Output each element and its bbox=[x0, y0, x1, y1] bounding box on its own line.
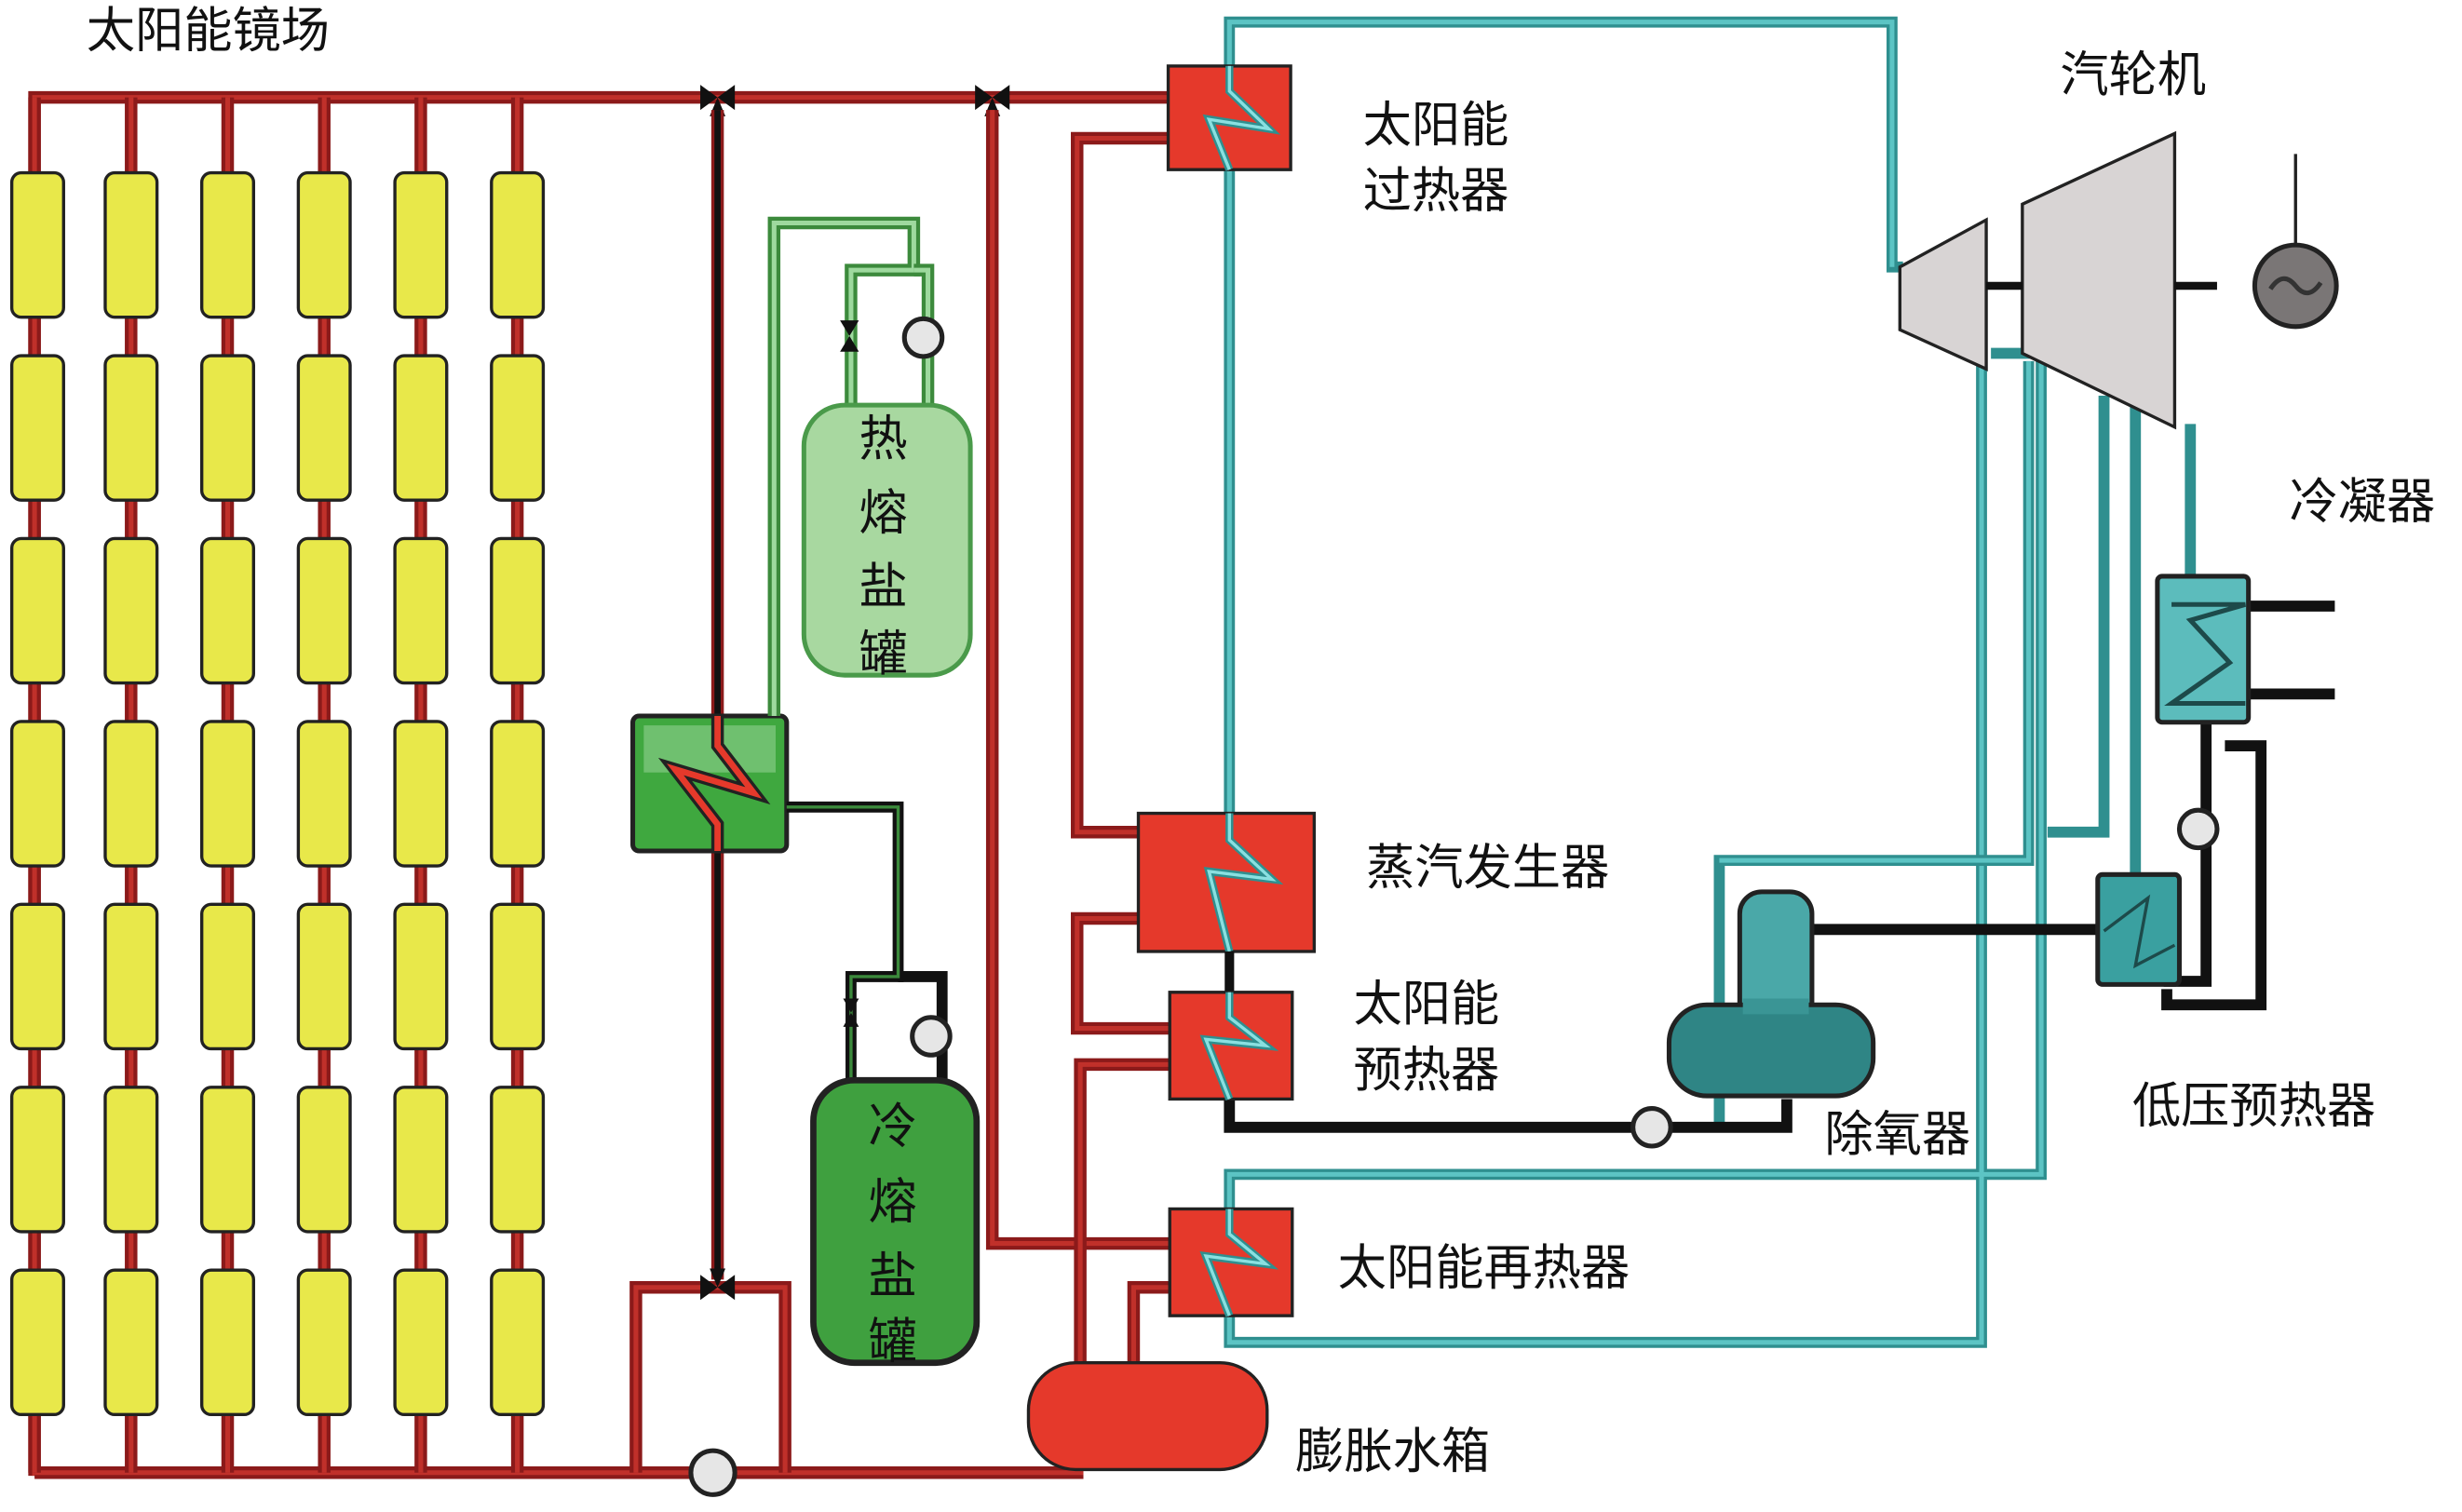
solar-collector bbox=[103, 1268, 159, 1417]
cold-salt-tank: 冷 熔 盐 罐 bbox=[810, 1076, 981, 1370]
solar-collector bbox=[9, 902, 65, 1051]
solar-collector bbox=[296, 902, 352, 1051]
solar-collector bbox=[296, 1268, 352, 1417]
deaerator-label: 除氧器 bbox=[1824, 1106, 1970, 1163]
solar-collector bbox=[490, 1268, 546, 1417]
solar-collector bbox=[199, 902, 256, 1051]
turbine bbox=[1898, 130, 2217, 430]
solar-collector bbox=[490, 536, 546, 685]
solar-collector bbox=[199, 170, 256, 319]
solar-collector bbox=[199, 1268, 256, 1417]
solar-collector bbox=[9, 170, 65, 319]
expansion-tank-label: 膨胀水箱 bbox=[1295, 1424, 1490, 1480]
hot-tank-label-2: 熔 bbox=[859, 484, 907, 541]
solar-collector bbox=[393, 1268, 449, 1417]
cold-tank-label-4: 罐 bbox=[868, 1314, 916, 1370]
solar-collector bbox=[393, 1086, 449, 1234]
solar-collector bbox=[296, 536, 352, 685]
solar-collector bbox=[296, 720, 352, 868]
lp-preheater bbox=[2095, 871, 2183, 987]
solar-reheater-label: 太阳能再热器 bbox=[1338, 1239, 1630, 1296]
solar-superheater bbox=[1166, 64, 1292, 171]
solar-collector bbox=[103, 536, 159, 685]
hot-tank-label-1: 热 bbox=[859, 411, 907, 467]
solar-collector bbox=[296, 1086, 352, 1234]
oil-circulation-pump[interactable] bbox=[688, 1448, 737, 1497]
solar-collector bbox=[199, 720, 256, 868]
solar-collector bbox=[199, 1086, 256, 1234]
collector-column bbox=[490, 97, 546, 1473]
cold-tank-valve[interactable] bbox=[843, 998, 859, 1027]
solar-collector bbox=[490, 1086, 546, 1234]
three-way-valve-3[interactable] bbox=[700, 1268, 736, 1301]
steam-generator bbox=[1136, 811, 1317, 992]
condenser-label: 冷凝器 bbox=[2290, 474, 2436, 531]
condensate-pump[interactable] bbox=[2176, 807, 2220, 851]
solar-collector bbox=[103, 170, 159, 319]
solar-collector bbox=[199, 536, 256, 685]
collector-column bbox=[393, 97, 449, 1473]
solar-preheater-label-1: 太阳能 bbox=[1354, 976, 1500, 1033]
reheat-steam-pipe bbox=[1224, 321, 2047, 1348]
solar-collector bbox=[103, 720, 159, 868]
solar-collector bbox=[393, 170, 449, 319]
hot-tank-pipe bbox=[767, 216, 935, 717]
solar-collector bbox=[9, 536, 65, 685]
solar-collector bbox=[9, 354, 65, 502]
collector-column bbox=[199, 97, 256, 1473]
three-way-valve-1[interactable] bbox=[700, 85, 736, 116]
solar-collector bbox=[490, 720, 546, 868]
solar-collector bbox=[103, 354, 159, 502]
turbine-label: 汽轮机 bbox=[2060, 47, 2206, 103]
solar-collector bbox=[393, 902, 449, 1051]
solar-collector bbox=[393, 720, 449, 868]
solar-collector bbox=[490, 354, 546, 502]
solar-collector bbox=[296, 354, 352, 502]
three-way-valve-2[interactable] bbox=[975, 85, 1010, 116]
solar-collector bbox=[9, 1086, 65, 1234]
solar-collector bbox=[296, 170, 352, 319]
solar-reheater bbox=[1168, 1207, 1294, 1317]
feedwater-pump[interactable] bbox=[1630, 1106, 1673, 1149]
hot-salt-tank: 热 熔 盐 罐 bbox=[801, 402, 973, 682]
solar-superheater-label-2: 过热器 bbox=[1363, 163, 1509, 220]
main-steam-pipe bbox=[1224, 16, 1903, 817]
steam-generator-label: 蒸汽发生器 bbox=[1366, 839, 1609, 896]
solar-collector bbox=[103, 902, 159, 1051]
solar-preheater bbox=[1168, 991, 1294, 1101]
generator-icon bbox=[2252, 154, 2339, 330]
salt-heat-exchanger bbox=[630, 713, 790, 854]
hot-tank-label-3: 盐 bbox=[859, 559, 907, 615]
solar-collector bbox=[393, 536, 449, 685]
cold-tank-label-2: 熔 bbox=[868, 1174, 916, 1231]
hot-tank-pump[interactable] bbox=[901, 316, 945, 359]
cold-tank-label-3: 盐 bbox=[868, 1248, 916, 1304]
solar-collector bbox=[393, 354, 449, 502]
extraction-pipes bbox=[1713, 360, 2197, 1131]
collector-column bbox=[9, 97, 65, 1473]
heat-exchanger-supply-pipe bbox=[985, 110, 1170, 1250]
solar-collector bbox=[199, 354, 256, 502]
collector-column bbox=[296, 97, 352, 1473]
solar-field-label: 太阳能镜场 bbox=[87, 3, 330, 60]
expansion-tank bbox=[1026, 1361, 1269, 1472]
condenser bbox=[2155, 574, 2252, 725]
solar-superheater-label-1: 太阳能 bbox=[1363, 97, 1509, 154]
lp-preheater-label: 低压预热器 bbox=[2132, 1078, 2375, 1135]
solar-collector-field bbox=[9, 97, 546, 1473]
solar-collector bbox=[490, 902, 546, 1051]
solar-collector bbox=[9, 1268, 65, 1417]
collector-column bbox=[103, 97, 159, 1473]
cold-tank-pump[interactable] bbox=[910, 1015, 953, 1058]
deaerator bbox=[1666, 889, 1876, 1099]
solar-collector bbox=[490, 170, 546, 319]
hot-tank-label-4: 罐 bbox=[859, 626, 907, 682]
cold-tank-label-1: 冷 bbox=[868, 1099, 916, 1155]
solar-collector bbox=[103, 1086, 159, 1234]
heat-exchanger-branch-pipes bbox=[1071, 131, 1170, 1367]
solar-preheater-label-2: 预热器 bbox=[1354, 1042, 1500, 1099]
solar-collector bbox=[9, 720, 65, 868]
